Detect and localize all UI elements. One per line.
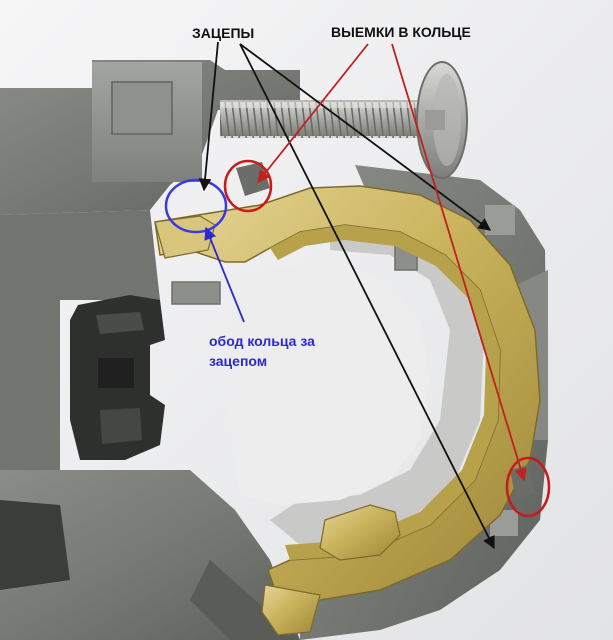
notch-highlight-circle-right — [505, 456, 551, 518]
notch-highlight-circle-top — [223, 159, 273, 213]
notches-label: ВЫЕМКИ В КОЛЬЦЕ — [331, 24, 471, 40]
annotation-arrows — [198, 41, 527, 550]
bolt — [220, 61, 468, 179]
hooks-arrow-left — [198, 41, 219, 192]
hooks-arrow-top-right — [239, 43, 492, 231]
brass-ring — [154, 162, 541, 636]
rim-arrow — [204, 226, 245, 323]
rim-label-line1: обод кольца за — [209, 333, 315, 349]
notches-arrow-right — [391, 43, 527, 482]
hook-highlight-circle — [164, 178, 228, 234]
notches-arrow-top — [257, 43, 369, 183]
rim-label-line2: зацепом — [209, 353, 267, 369]
hooks-arrow-bottom-right — [239, 43, 495, 550]
hooks-label: ЗАЦЕПЫ — [192, 25, 254, 41]
black-connector — [70, 295, 165, 460]
